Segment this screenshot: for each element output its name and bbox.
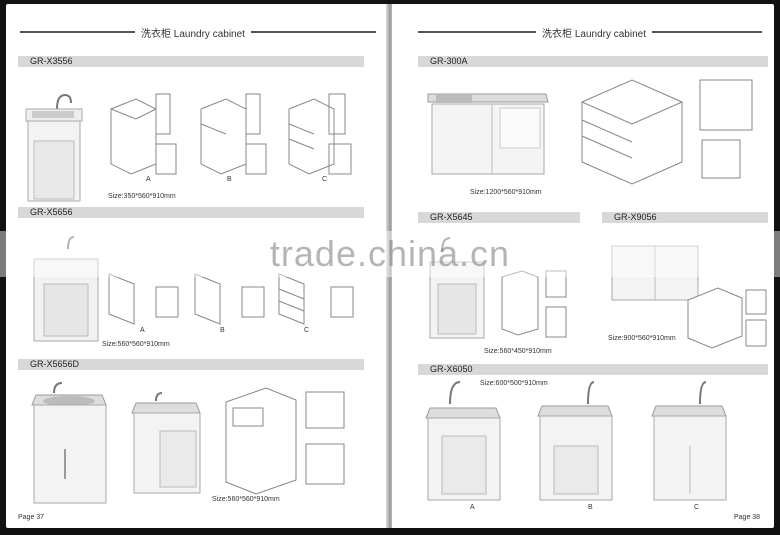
variant-label-c: C bbox=[694, 504, 700, 511]
variant-label-a: A bbox=[146, 176, 151, 183]
section-bar-gr-x5656d: GR-X5656D bbox=[18, 359, 364, 370]
size-gr-x5656: Size:560*560*910mm bbox=[102, 341, 170, 348]
size-gr-x5656d: Size:560*560*910mm bbox=[212, 496, 280, 503]
drawing-gr-x5656d bbox=[225, 387, 345, 495]
cabinet-photo-gr-x6050-c bbox=[651, 381, 727, 501]
variant-label-c: C bbox=[322, 176, 328, 183]
variant-label-b: B bbox=[220, 327, 225, 334]
cabinet-photo-gr-x6050-b bbox=[537, 381, 613, 501]
drawing-a-gr-x5656 bbox=[108, 273, 179, 325]
cabinet-photo-gr-x5656d-front bbox=[31, 382, 107, 504]
variant-label-a: A bbox=[470, 504, 475, 511]
right-header: 洗衣柜 Laundry cabinet bbox=[418, 24, 762, 40]
cabinet-photo-gr-x5656 bbox=[33, 236, 99, 342]
left-header-title: 洗衣柜 Laundry cabinet bbox=[141, 28, 245, 40]
watermark-text: trade.china.cn bbox=[269, 233, 511, 274]
drawing-gr-x9056 bbox=[687, 287, 767, 349]
model-label: GR-X5656 bbox=[30, 207, 73, 217]
cabinet-photo-gr-x5656d-angle bbox=[131, 392, 201, 494]
right-page: 洗衣柜 Laundry cabinet GR-300A Size:1200*56… bbox=[392, 4, 774, 528]
model-label: GR-300A bbox=[430, 56, 468, 66]
variant-label-c: C bbox=[304, 327, 310, 334]
drawing-c-gr-x5656 bbox=[278, 273, 354, 325]
model-label: GR-X5645 bbox=[430, 212, 473, 222]
section-bar-gr-x5656: GR-X5656 bbox=[18, 207, 364, 218]
drawing-gr-300a bbox=[581, 79, 753, 185]
section-bar-gr-300a: GR-300A bbox=[418, 56, 768, 67]
size-gr-x9056: Size:900*560*910mm bbox=[608, 335, 676, 342]
section-bar-gr-x6050: GR-X6050 bbox=[418, 364, 768, 375]
watermark-band: trade.china.cn bbox=[0, 231, 780, 277]
size-gr-x5645: Size:560*450*910mm bbox=[484, 348, 552, 355]
section-bar-gr-x3556: GR-X3556 bbox=[18, 56, 364, 67]
cabinet-photo-gr-x3556 bbox=[25, 93, 83, 202]
drawing-a-gr-x3556 bbox=[110, 93, 177, 175]
cabinet-photo-gr-x5645 bbox=[429, 237, 485, 339]
size-gr-x3556: Size:350*560*910mm bbox=[108, 193, 176, 200]
size-gr-x6050: Size:600*500*910mm bbox=[480, 380, 548, 387]
model-label: GR-X5656D bbox=[30, 359, 80, 369]
model-label: GR-X3556 bbox=[30, 56, 73, 66]
right-header-title: 洗衣柜 Laundry cabinet bbox=[542, 28, 646, 40]
variant-label-a: A bbox=[140, 327, 145, 334]
header-rule bbox=[418, 31, 537, 33]
variant-label-b: B bbox=[227, 176, 232, 183]
variant-label-b: B bbox=[588, 504, 593, 511]
page-number-right: Page 38 bbox=[734, 514, 761, 521]
size-gr-300a: Size:1200*560*910mm bbox=[470, 189, 542, 196]
header-rule bbox=[652, 31, 762, 33]
section-bar-gr-x5645: GR-X5645 bbox=[418, 212, 580, 223]
model-label: GR-X6050 bbox=[430, 364, 473, 374]
drawing-gr-x5645 bbox=[501, 270, 567, 338]
left-page: 洗衣柜 Laundry cabinet GR-X3556 A B bbox=[6, 4, 388, 528]
cabinet-photo-gr-300a bbox=[427, 93, 549, 175]
header-rule bbox=[20, 31, 135, 33]
cabinet-photo-gr-x6050-a bbox=[425, 381, 501, 501]
left-header: 洗衣柜 Laundry cabinet bbox=[20, 24, 376, 40]
drawing-c-gr-x3556 bbox=[288, 93, 352, 175]
cabinet-photo-gr-x9056 bbox=[611, 245, 699, 301]
drawing-b-gr-x5656 bbox=[194, 273, 265, 325]
model-label: GR-X9056 bbox=[614, 212, 657, 222]
drawing-b-gr-x3556 bbox=[200, 93, 267, 175]
binding-gutter bbox=[386, 4, 394, 528]
page-number-left: Page 37 bbox=[18, 514, 45, 521]
header-rule bbox=[250, 31, 376, 33]
section-bar-gr-x9056: GR-X9056 bbox=[602, 212, 768, 223]
